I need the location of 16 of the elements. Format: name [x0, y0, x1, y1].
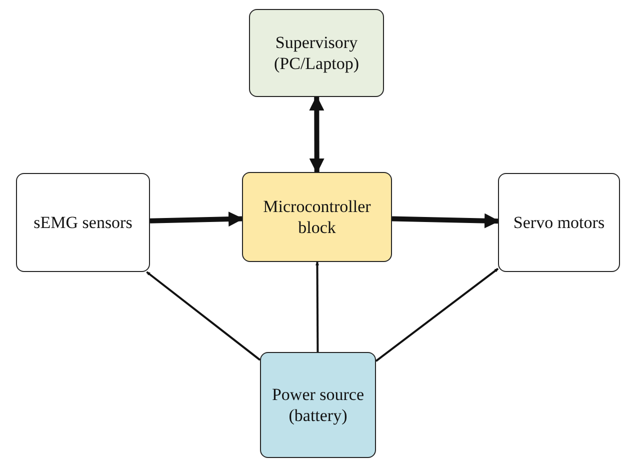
process-box [260, 352, 376, 458]
node-label: Servo motors [512, 212, 606, 234]
node-label: Power source (battery) [270, 384, 366, 427]
node-label: sEMG sensors [32, 212, 134, 234]
arrow [392, 213, 500, 228]
process-box [249, 9, 384, 97]
arrow [375, 268, 499, 362]
node-label: Supervisory (PC/Laptop) [273, 32, 360, 75]
arrow [146, 271, 261, 361]
arrow [150, 212, 244, 227]
process-box [498, 173, 620, 272]
arrow [315, 262, 320, 352]
arrow [309, 96, 324, 174]
process-box [16, 173, 150, 272]
process-box [242, 172, 392, 262]
node-label: Microcontroller block [262, 196, 372, 239]
